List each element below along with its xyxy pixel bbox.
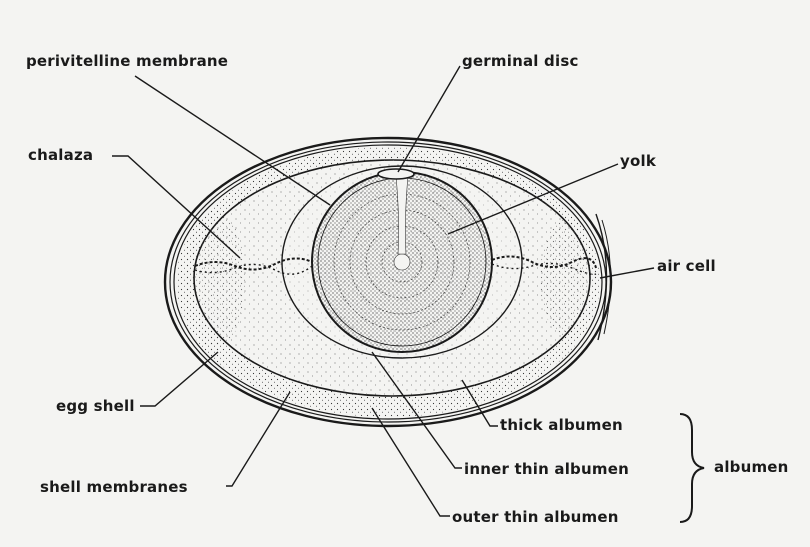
label-germinal-disc: germinal disc [462,52,579,70]
leader-shell-membranes [226,392,290,486]
label-albumen: albumen [714,458,789,476]
label-shell-membranes: shell membranes [40,478,188,496]
label-chalaza: chalaza [28,146,93,164]
label-perivitelline-membrane: perivitelline membrane [26,52,228,70]
label-egg-shell: egg shell [56,397,135,415]
label-outer-thin-albumen: outer thin albumen [452,508,619,526]
germinal-disc-mark [378,169,414,179]
label-air-cell: air cell [657,257,716,275]
label-inner-thin-albumen: inner thin albumen [464,460,629,478]
label-yolk: yolk [620,152,656,170]
albumen-brace [680,414,704,522]
leader-air-cell [600,268,654,278]
label-thick-albumen: thick albumen [500,416,623,434]
yolk-body [312,172,492,352]
leader-perivitelline [135,76,330,205]
